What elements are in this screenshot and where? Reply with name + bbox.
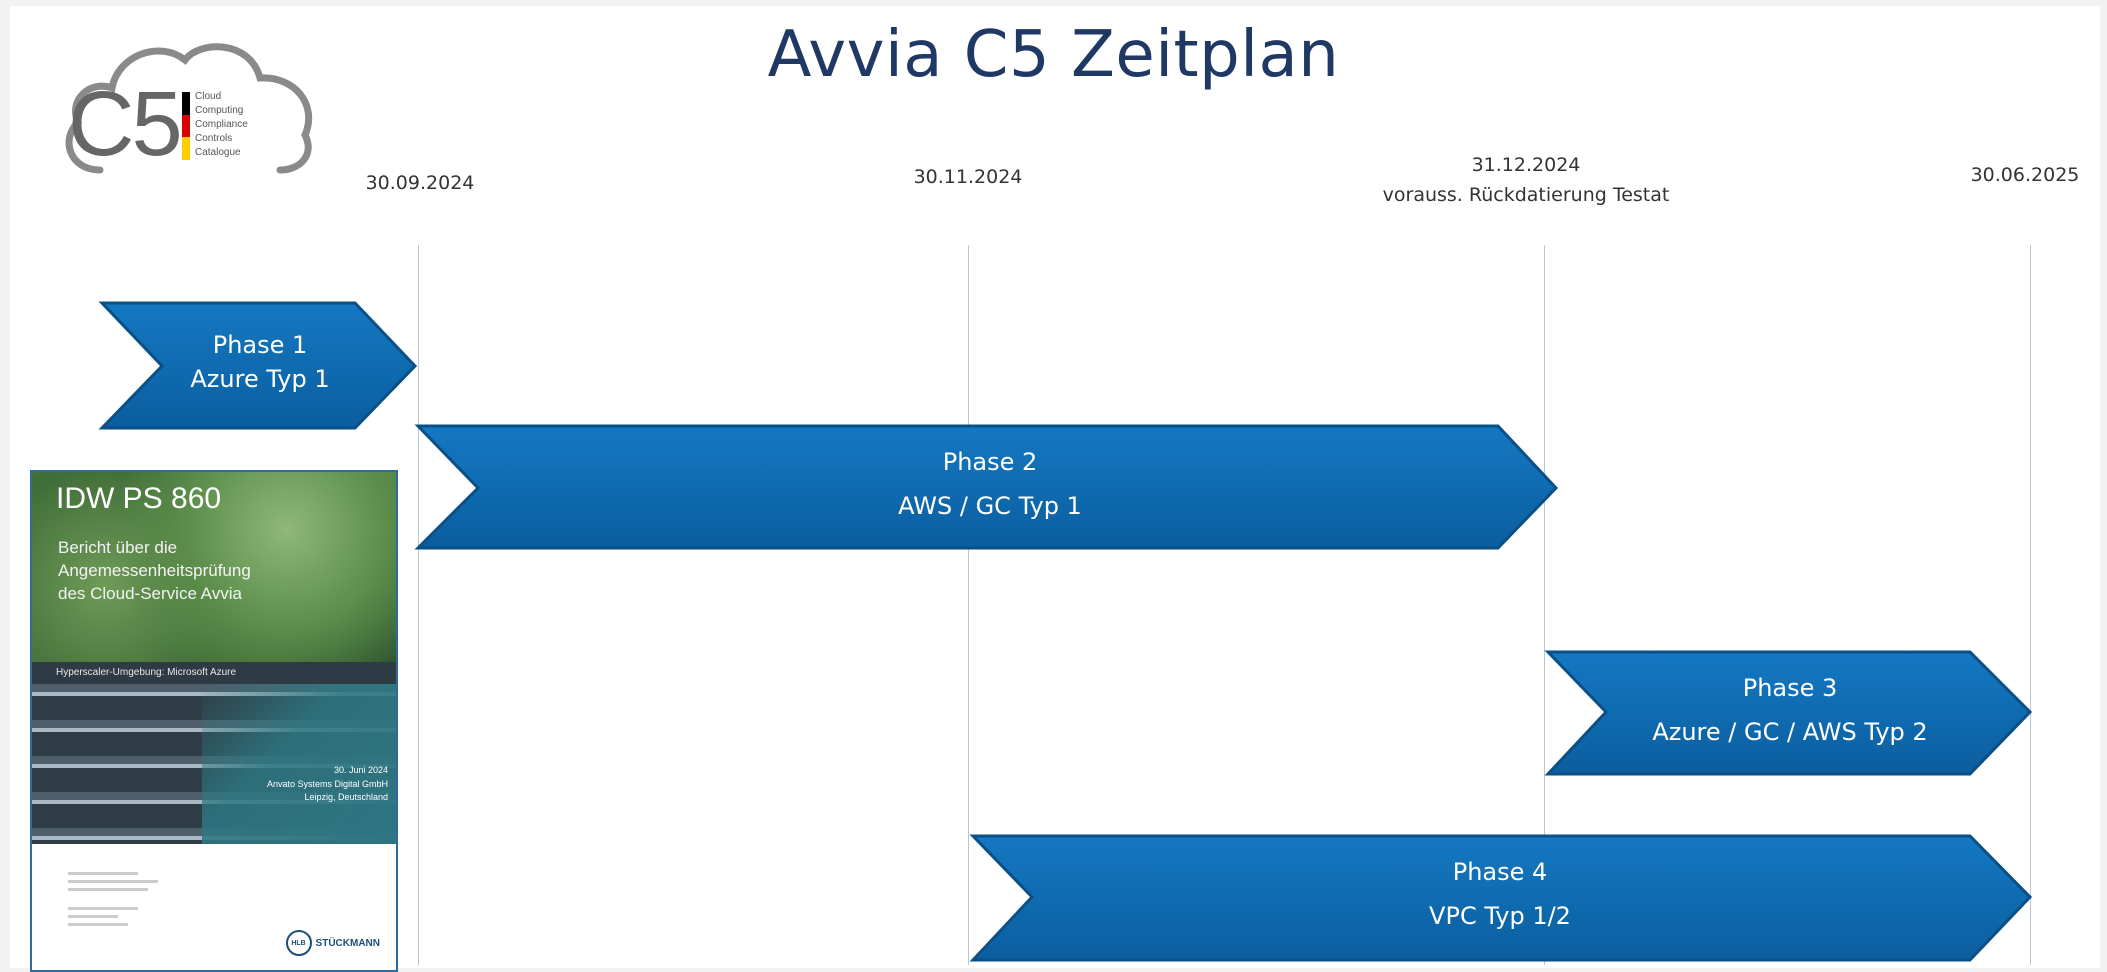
page-title: Avvia C5 Zeitplan: [767, 18, 1340, 92]
phase-2-label: Phase 2 AWS / GC Typ 1: [780, 440, 1200, 528]
report-cover-image: IDW PS 860 Bericht über die Angemessenhe…: [30, 470, 398, 972]
milestone-date: 30.06.2025: [1970, 164, 2080, 186]
cover-date: 30. Juni 2024: [333, 765, 388, 775]
c5-logo: C5 Cloud Computing Compliance Controls C…: [60, 30, 320, 175]
cover-teal-overlay: [202, 684, 396, 844]
milestone-note: vorauss. Rückdatierung Testat: [1382, 184, 1670, 206]
cover-company-name: Anvato Systems Digital GmbH: [266, 779, 388, 789]
logo-word: Catalogue: [195, 147, 241, 158]
brand-badge-icon: HLB: [285, 930, 312, 956]
cover-photo: [32, 472, 396, 662]
cover-subtitle-line: Angemessenheitsprüfung: [58, 561, 251, 580]
german-flag-stripe: [182, 92, 190, 160]
phase-4-arrow: [969, 834, 2033, 962]
phase-1-label: Phase 1 Azure Typ 1: [150, 328, 370, 396]
milestone-line: [1544, 245, 1545, 965]
milestone-date: 30.09.2024: [365, 172, 475, 194]
logo-letters: C5: [68, 73, 183, 175]
logo-word: Computing: [195, 105, 244, 116]
cloud-icon: [65, 43, 313, 174]
milestone-date: 30.11.2024: [913, 166, 1023, 188]
phase-1-arrow: [98, 301, 418, 430]
phase-4-label: Phase 4 VPC Typ 1/2: [1300, 850, 1700, 938]
phase-description: AWS / GC Typ 1: [898, 492, 1082, 520]
phase-name: Phase 1: [212, 331, 308, 359]
phase-3-arrow: [1544, 650, 2033, 776]
phase-name: Phase 4: [1452, 858, 1548, 886]
milestone-line: [968, 245, 969, 965]
logo-word: Controls: [195, 133, 233, 144]
flag-stripe-gold: [182, 137, 190, 160]
brand-name: STÜCKMANN: [315, 937, 380, 949]
cover-band: Hyperscaler-Umgebung: Microsoft Azure: [32, 662, 396, 684]
phase-3-label: Phase 3 Azure / GC / AWS Typ 2: [1590, 666, 1990, 754]
phase-description: VPC Typ 1/2: [1429, 902, 1571, 930]
milestone-line: [418, 245, 419, 965]
cover-subtitle-line: Bericht über die: [58, 538, 178, 557]
flag-stripe-black: [182, 92, 190, 115]
cover-subtitle-line: des Cloud-Service Avvia: [58, 584, 242, 603]
cover-subtitle: Bericht über die Angemessenheitsprüfung …: [58, 536, 251, 605]
cover-title: IDW PS 860: [56, 482, 222, 515]
milestone-line: [2030, 245, 2031, 965]
phase-name: Phase 3: [1742, 674, 1838, 702]
logo-word: Cloud: [195, 91, 222, 102]
flag-stripe-red: [182, 114, 190, 138]
stueckmann-logo: HLB STÜCKMANN: [285, 930, 380, 956]
cover-company: Anvato Systems Digital GmbH Leipzig, Deu…: [267, 778, 388, 804]
logo-word: Compliance: [195, 119, 248, 130]
cover-company-location: Leipzig, Deutschland: [304, 792, 388, 802]
phase-2-arrow: [414, 424, 1559, 550]
logo-words: Cloud Computing Compliance Controls Cata…: [195, 90, 248, 160]
phase-description: Azure / GC / AWS Typ 2: [1652, 718, 1928, 746]
cover-footer-text: [68, 872, 208, 926]
phase-name: Phase 2: [942, 448, 1038, 476]
milestone-label: 31.12.2024 vorauss. Rückdatierung Testat: [1316, 150, 1736, 210]
milestone-date: 31.12.2024: [1471, 154, 1581, 176]
phase-description: Azure Typ 1: [190, 365, 330, 393]
